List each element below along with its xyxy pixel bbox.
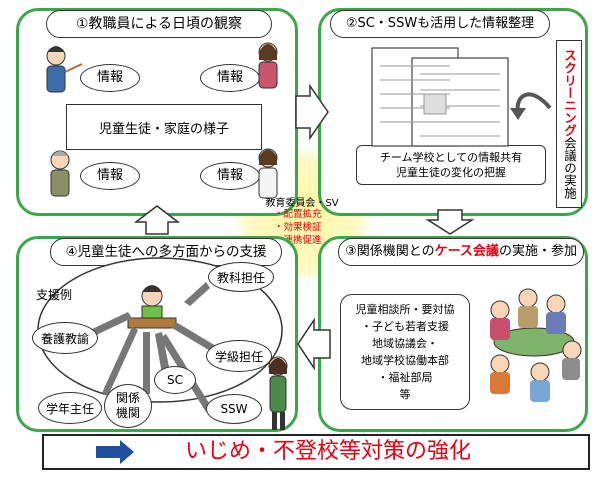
document-forms — [371, 47, 509, 147]
arrow-left-bottom — [297, 317, 331, 371]
meeting-illustration — [490, 288, 582, 402]
team-school-note: チーム学校としての情報共有 児童生徒の変化の把握 — [356, 145, 546, 185]
panel-info-organize-title: ②SC・SSWも活用した情報整理 — [330, 10, 550, 38]
agency-line-5: ・福祉部局 — [377, 371, 433, 384]
panel-case-meeting-title: ③関係機関とのケース会議の実施・参加 — [338, 238, 584, 266]
panel-observation-title: ①教職員による日頃の観察 — [46, 10, 272, 38]
screening-word: スクリーニング — [562, 49, 577, 137]
case-title-highlight: ケース会議 — [434, 244, 499, 259]
arrow-down-right — [425, 209, 475, 235]
center-item-3: ・連携促進 — [274, 235, 322, 246]
nurse-figure — [258, 148, 278, 199]
agency-line-4: 地域学校協働本部 — [361, 354, 449, 367]
students-family-box — [66, 104, 262, 150]
support-example-label: 支援例 — [36, 288, 73, 302]
supporter-grade-head: 学年主任 — [38, 392, 102, 424]
center-item-2: ・効果検証 — [274, 222, 322, 233]
coordinator-figure — [268, 356, 288, 430]
case-title-suffix: の実施・参加 — [498, 244, 577, 259]
team-school-note-line2: 児童生徒の変化の把握 — [396, 166, 506, 179]
supporter-sc: SC — [154, 366, 196, 394]
info-bubble-1: 情報 — [80, 64, 140, 92]
info-bubble-3: 情報 — [80, 162, 140, 190]
center-items: ・配置拡充 ・効果検証 ・連携促進 — [274, 208, 344, 247]
agencies-box: 児童相談所・要対協 ・子ども若者支援 地域協議会・ 地域学校協働本部 ・福祉部局… — [340, 294, 470, 410]
meeting-word: 会議の実施 — [562, 136, 577, 200]
supporter-homeroom-teacher: 学級担任 — [206, 340, 272, 372]
students-family-label: 児童生徒・家庭の様子 — [98, 122, 229, 137]
supporter-ssw: SSW — [206, 394, 262, 424]
supporter-agencies: 関係機関 — [104, 384, 152, 428]
curved-arrow — [515, 92, 552, 113]
footer-arrow — [96, 440, 134, 464]
agency-line-6: 等 — [399, 388, 411, 401]
supporter-agencies-text: 関係機関 — [115, 391, 140, 420]
supporter-school-nurse: 養護教諭 — [32, 322, 98, 354]
footer-text: いじめ・不登校等対策の強化 — [184, 439, 471, 464]
agency-line-2: ・子ども若者支援 — [361, 320, 449, 333]
board-of-education-label: 教育委員会・SV — [265, 198, 339, 209]
arrow-up-left — [133, 205, 181, 235]
team-school-note-line1: チーム学校としての情報共有 — [379, 151, 523, 164]
teacher-figure-3 — [50, 150, 70, 197]
agency-line-3: 地域協議会・ — [372, 337, 438, 350]
case-title-prefix: ③関係機関との — [345, 244, 435, 259]
support-arrows — [86, 282, 216, 412]
teacher-figure-1 — [46, 46, 83, 93]
student-at-desk — [127, 285, 177, 329]
supporter-subject-teacher: 教科担任 — [208, 262, 274, 292]
teacher-figure-2 — [258, 42, 278, 89]
footer-banner — [42, 434, 590, 470]
center-item-1: ・配置拡充 — [274, 209, 322, 220]
agency-line-1: 児童相談所・要対協 — [355, 303, 455, 316]
screening-vertical-label: スクリーニング会議の実施 — [556, 40, 582, 208]
arrow-right-top — [295, 83, 329, 141]
